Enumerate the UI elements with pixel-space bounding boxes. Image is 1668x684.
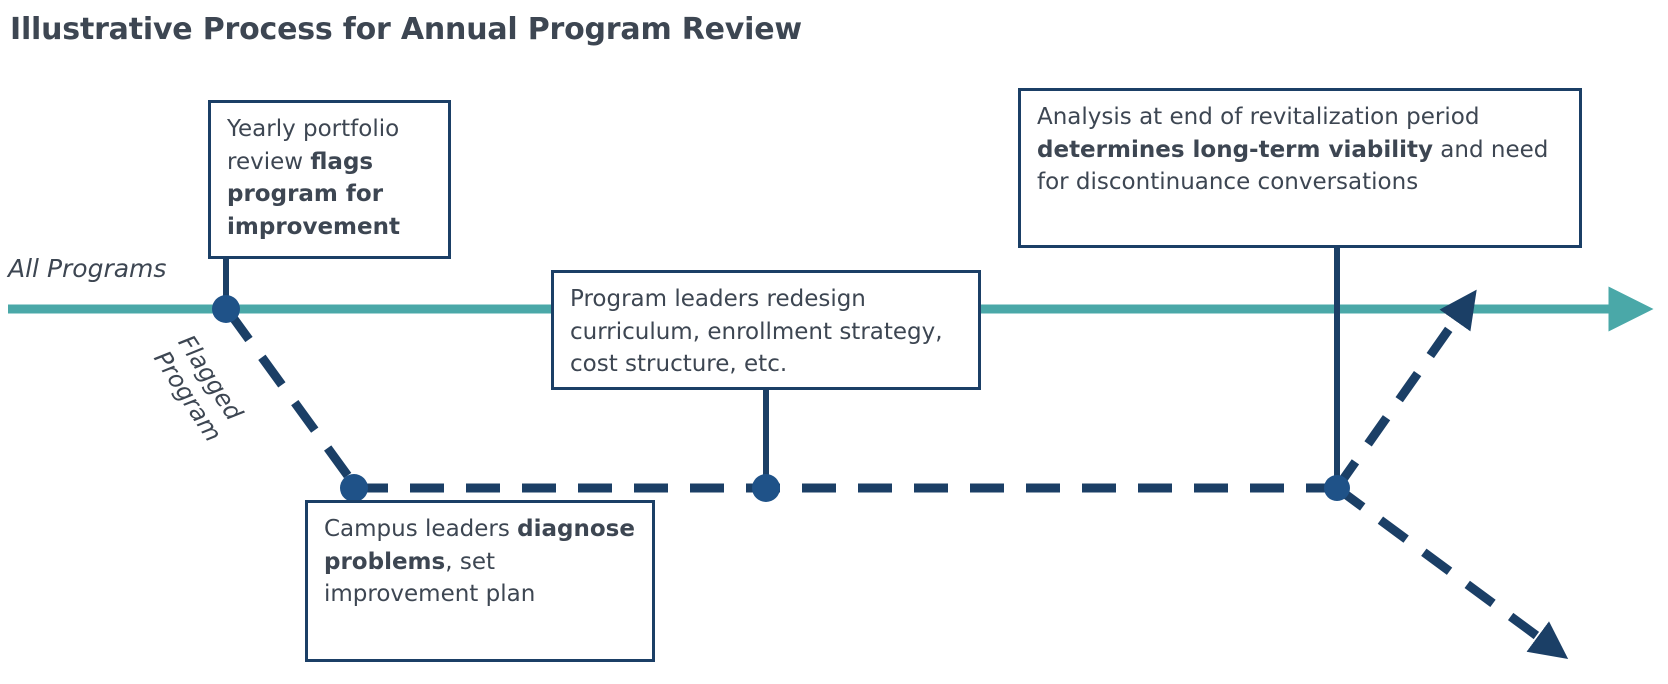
node-redesign: [752, 474, 780, 502]
node-flagged: [212, 295, 240, 323]
fork-up-arrow: [1333, 289, 1477, 491]
callout-diagnose-tail: , set improvement plan: [324, 548, 536, 608]
callout-redesign-lead: Program leaders redesign curriculum, enr…: [570, 286, 943, 378]
callout-diagnose-lead: Campus leaders: [324, 516, 518, 542]
callout-flag-lead: Yearly portfolio review: [227, 116, 400, 175]
all-programs-axis-label: All Programs: [8, 254, 167, 283]
callout-analysis-lead: Analysis at end of revitalization period: [1037, 104, 1480, 130]
callout-diagnose: Campus leaders diagnose problems, set im…: [305, 500, 655, 662]
callout-diagnose-bold: diagnose problems: [324, 516, 635, 575]
callout-analysis-bold: determines long-term viability: [1037, 136, 1433, 163]
callout-flag: Yearly portfolio review flags program fo…: [208, 100, 451, 259]
page-title: Illustrative Process for Annual Program …: [10, 12, 802, 47]
callout-flag-bold: flags program for improvement: [227, 148, 400, 240]
fork-down-arrow: [1334, 484, 1569, 659]
node-diagnose: [340, 474, 368, 502]
node-analysis: [1324, 475, 1350, 501]
flagged-branch-segment: [225, 309, 360, 490]
callout-analysis: Analysis at end of revitalization period…: [1018, 88, 1582, 248]
callout-redesign: Program leaders redesign curriculum, enr…: [551, 270, 981, 390]
callout-analysis-tail: and need for discontinuance conversation…: [1037, 136, 1549, 196]
